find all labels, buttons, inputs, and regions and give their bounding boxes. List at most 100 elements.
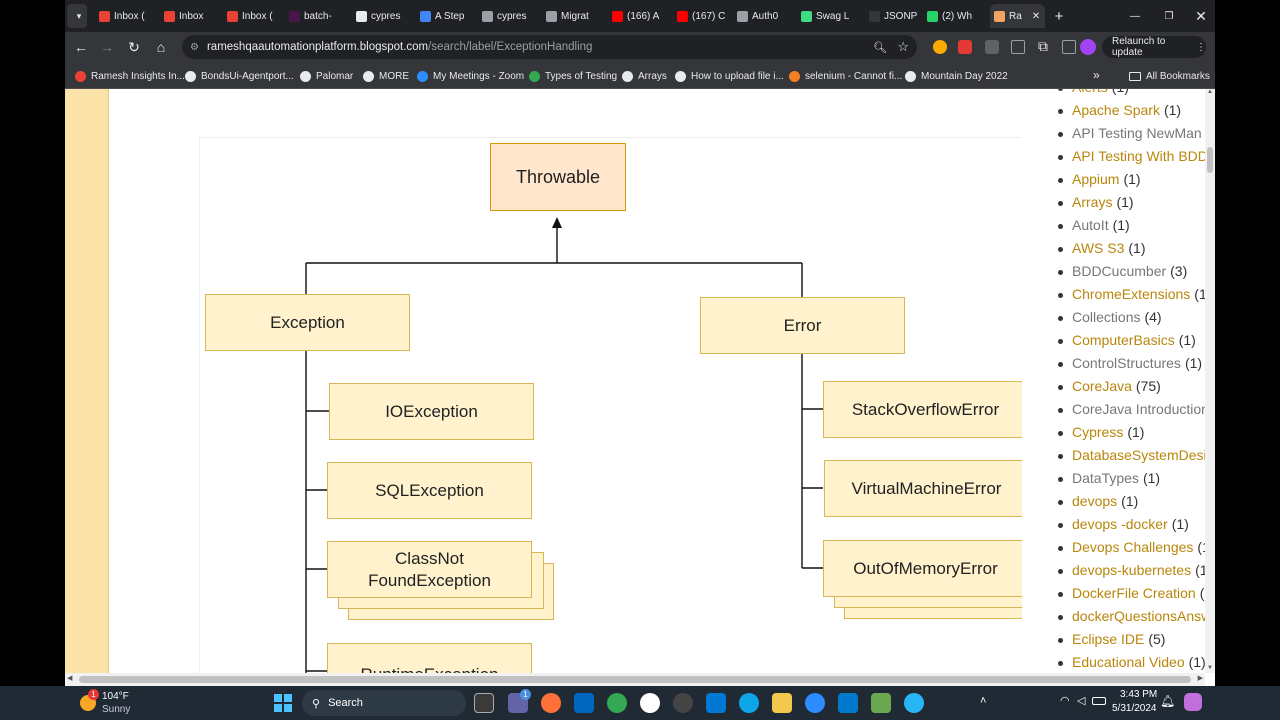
photos-icon[interactable] (706, 693, 726, 713)
dell-icon[interactable] (640, 693, 660, 713)
battery-icon[interactable] (1092, 697, 1106, 705)
minimize-button[interactable]: — (1123, 4, 1143, 28)
label-link[interactable]: Apache Spark (1072, 102, 1160, 118)
bookmark-item[interactable]: Ramesh Insights In... (75, 68, 185, 84)
browser-tab[interactable]: (2) Wh (923, 4, 987, 28)
tab-search-button[interactable]: ▾ (67, 4, 87, 28)
browser-tab[interactable]: Auth0 (733, 4, 793, 28)
sidebar-panel-icon[interactable] (1062, 40, 1076, 54)
chrome-icon[interactable] (607, 693, 627, 713)
browser-tab[interactable]: cypres (352, 4, 412, 28)
label-link[interactable]: AWS S3 (1072, 240, 1125, 256)
copilot-icon[interactable] (1184, 693, 1202, 711)
browser-tab[interactable]: A Step (416, 4, 474, 28)
label-link[interactable]: ChromeExtensions (1072, 286, 1191, 302)
label-link[interactable]: CoreJava Introduction (1072, 401, 1205, 417)
start-button[interactable] (274, 694, 292, 712)
bookmark-item[interactable]: How to upload file i... (675, 68, 784, 84)
zoom-app-icon[interactable] (805, 693, 825, 713)
relaunch-button[interactable]: Relaunch to update ⋮ (1102, 36, 1206, 58)
label-link[interactable]: DockerFile Creation (1072, 585, 1196, 601)
bookmark-item[interactable]: Mountain Day 2022 (905, 68, 1008, 84)
label-link[interactable]: CoreJava (1072, 378, 1132, 394)
back-button[interactable]: ← (70, 37, 92, 57)
address-bar[interactable]: ⚙ rameshqaautomationplatform.blogspot.co… (182, 35, 917, 59)
maximize-button[interactable]: ❐ (1157, 4, 1177, 28)
zoom-icon[interactable]: 🔍︎ (873, 41, 887, 54)
browser-tab[interactable]: Swag L (797, 4, 861, 28)
bookmark-item[interactable]: MORE (363, 68, 409, 84)
snipping-tool-icon[interactable] (904, 693, 924, 713)
bookmark-item[interactable]: Palomar (300, 68, 353, 84)
edge-icon[interactable] (739, 693, 759, 713)
label-link[interactable]: Eclipse IDE (1072, 631, 1145, 647)
label-link[interactable]: ComputerBasics (1072, 332, 1175, 348)
bookmark-star-icon[interactable]: ☆ (897, 39, 909, 54)
label-link[interactable]: DataTypes (1072, 470, 1139, 486)
browser-tab[interactable]: cypres (478, 4, 538, 28)
file-explorer-icon[interactable] (474, 693, 494, 713)
browser-tab[interactable]: Ra✕ (990, 4, 1045, 28)
browser-tab[interactable]: (167) C (673, 4, 729, 28)
h-scroll-thumb[interactable] (79, 676, 1191, 683)
label-link[interactable]: Educational Video (1072, 654, 1185, 670)
bookmark-item[interactable]: My Meetings - Zoom (417, 68, 524, 84)
horizontal-scrollbar[interactable]: ◀ ▶ (65, 673, 1205, 686)
clock-time[interactable]: 3:43 PM (1120, 689, 1158, 700)
scroll-down-icon[interactable]: ▼ (1207, 665, 1213, 671)
more-bookmarks-icon[interactable]: » (1093, 68, 1100, 82)
label-link[interactable]: devops (1072, 493, 1118, 509)
reload-button[interactable]: ↻ (123, 37, 145, 57)
close-window-button[interactable]: ✕ (1189, 4, 1209, 28)
label-link[interactable]: API Testing With BDD (1072, 148, 1205, 164)
vscode-icon[interactable] (838, 693, 858, 713)
scroll-right-icon[interactable]: ▶ (1197, 675, 1203, 682)
bookmark-item[interactable]: BondsUi-Agentport... (185, 68, 294, 84)
clock-date[interactable]: 5/31/2024 (1112, 703, 1157, 714)
label-link[interactable]: Collections (1072, 309, 1141, 325)
bookmark-item[interactable]: Arrays (622, 68, 667, 84)
browser-tab[interactable]: JSONP (865, 4, 920, 28)
wifi-icon[interactable]: ◠ (1060, 695, 1070, 707)
media-icon[interactable] (1011, 40, 1025, 54)
label-link[interactable]: Appium (1072, 171, 1120, 187)
label-link[interactable]: Cypress (1072, 424, 1124, 440)
app-icon[interactable] (673, 693, 693, 713)
notepad-icon[interactable] (871, 693, 891, 713)
browser-tab[interactable]: Inbox ( (95, 4, 155, 28)
home-button[interactable]: ⌂ (150, 37, 172, 57)
label-link[interactable]: Arrays (1072, 194, 1113, 210)
label-link[interactable]: devops-kubernetes (1072, 562, 1192, 578)
label-link[interactable]: AutoIt (1072, 217, 1109, 233)
weather-widget[interactable]: 1 104°F Sunny (80, 689, 170, 717)
forward-button[interactable]: → (96, 37, 118, 57)
browser-tab[interactable]: Inbox (160, 4, 218, 28)
label-link[interactable]: Devops Challenges (1072, 539, 1194, 555)
extension-icon[interactable] (933, 40, 947, 54)
all-bookmarks-button[interactable]: All Bookmarks (1129, 68, 1210, 84)
scroll-thumb[interactable] (1207, 147, 1213, 173)
folder-icon[interactable] (772, 693, 792, 713)
site-info-icon[interactable]: ⚙ (190, 41, 199, 53)
vertical-scrollbar[interactable]: ▲ ▼ (1205, 89, 1215, 673)
label-link[interactable]: ControlStructures (1072, 355, 1181, 371)
scroll-up-icon[interactable]: ▲ (1207, 89, 1213, 95)
scroll-left-icon[interactable]: ◀ (67, 675, 73, 682)
firefox-icon[interactable] (541, 693, 561, 713)
extension-icon[interactable] (985, 40, 999, 54)
profile-avatar[interactable] (1080, 39, 1096, 55)
bookmark-item[interactable]: selenium - Cannot fi... (789, 68, 902, 84)
browser-tab[interactable]: Migrat (542, 4, 602, 28)
bookmark-item[interactable]: Types of Testing (529, 68, 617, 84)
browser-tab[interactable]: Inbox ( (223, 4, 281, 28)
tab-close-icon[interactable]: ✕ (1031, 10, 1041, 22)
browser-tab[interactable]: (166) A (608, 4, 668, 28)
label-link[interactable]: BDDCucumber (1072, 263, 1167, 279)
label-link[interactable]: Alerts (1072, 89, 1108, 95)
notification-bell-icon[interactable]: 🔔︎ (1160, 694, 1176, 708)
speaker-icon[interactable]: ◁ (1077, 695, 1086, 707)
extensions-puzzle-icon[interactable]: ⧉ (1038, 38, 1048, 54)
label-link[interactable]: dockerQuestionsAnsw (1072, 608, 1205, 624)
taskbar-search[interactable]: ⚲ Search (302, 690, 466, 716)
new-tab-button[interactable]: + (1047, 4, 1067, 28)
